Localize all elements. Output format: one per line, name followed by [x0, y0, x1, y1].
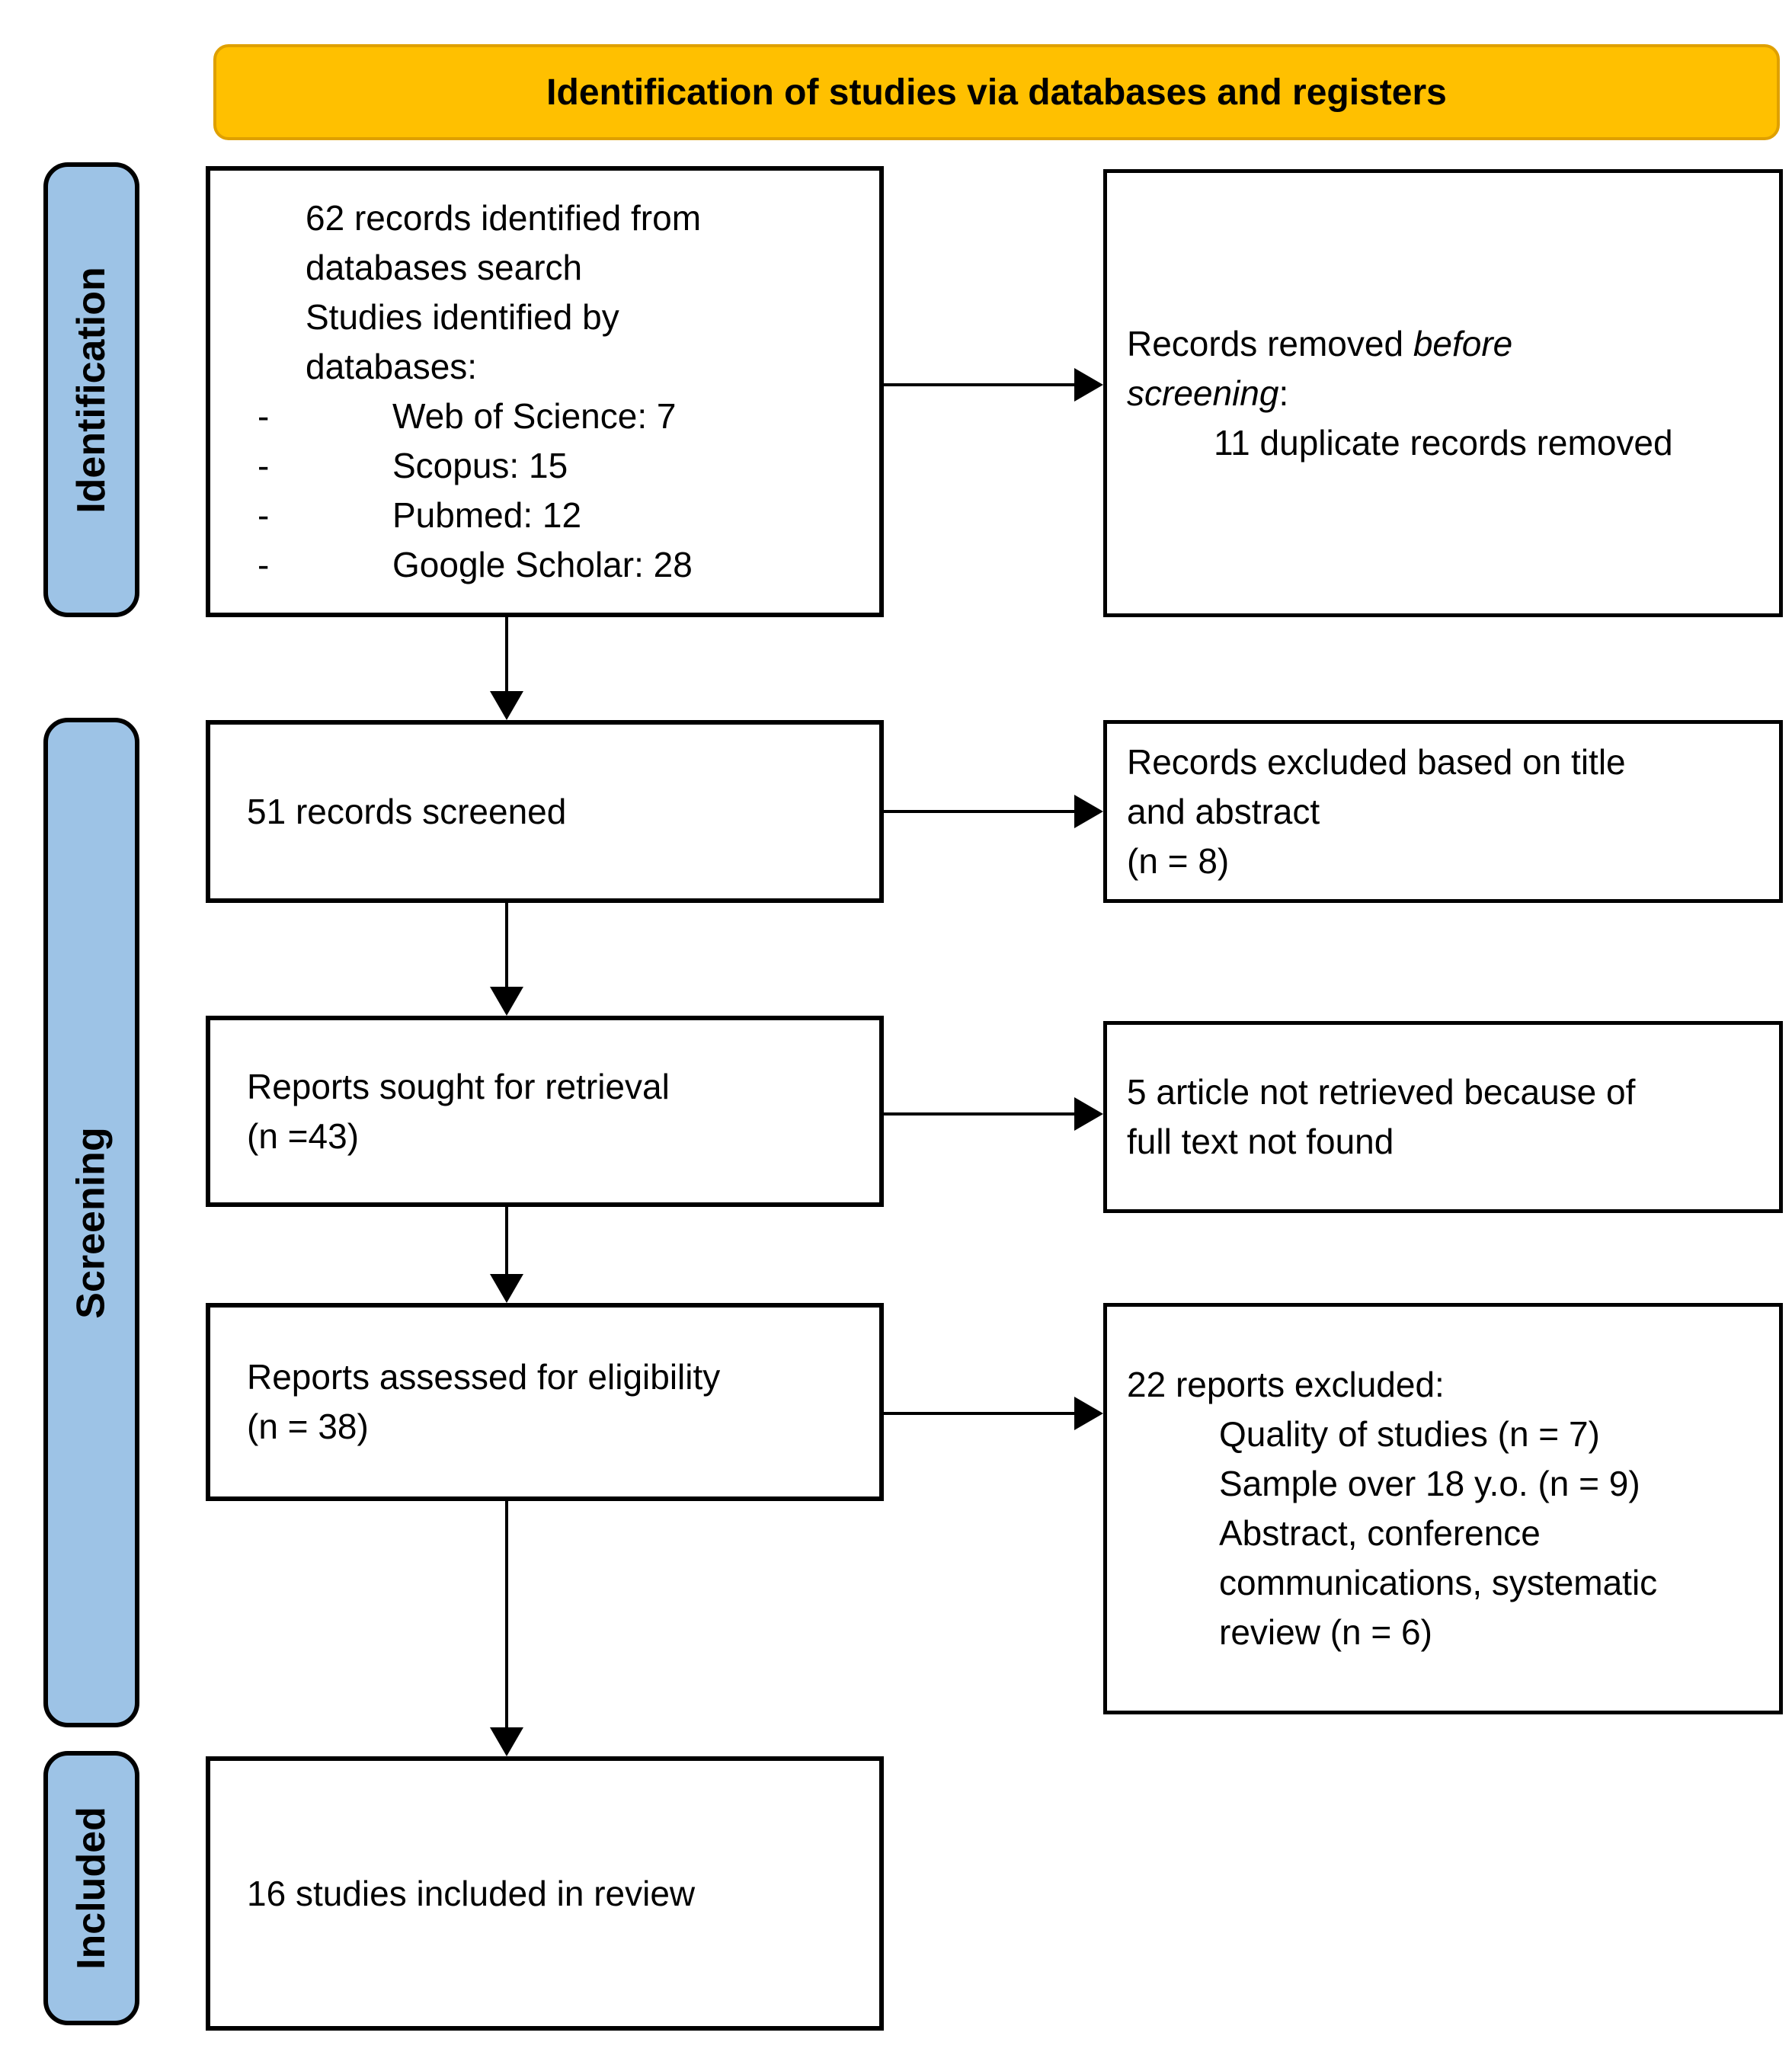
records-removed-colon: :: [1278, 373, 1289, 413]
arrow-line: [884, 1112, 1074, 1116]
box-reports-assessed-line: (n = 38): [247, 1407, 369, 1446]
records-removed-italic: before: [1413, 323, 1513, 363]
stage-label-included-text: Included: [69, 1807, 114, 1970]
box-records-excluded-line: Records excluded based on title: [1127, 741, 1626, 782]
arrow-head-icon: [490, 1727, 523, 1756]
arrow-head-icon: [1074, 1097, 1103, 1131]
box-reports-assessed: Reports assessed for eligibility (n = 38…: [206, 1303, 884, 1501]
box-reports-sought-line: Reports sought for retrieval: [247, 1066, 670, 1106]
box-records-excluded-line: and abstract: [1127, 791, 1320, 831]
box-records-removed: Records removed before screening: 11 dup…: [1103, 169, 1783, 617]
box-records-identified-line: databases search: [306, 248, 583, 287]
box-reports-excluded-item: communications, systematic: [1219, 1563, 1658, 1602]
title-banner: Identification of studies via databases …: [213, 44, 1780, 140]
box-reports-sought-line: (n =43): [247, 1116, 360, 1156]
box-reports-excluded-item: Sample over 18 y.o. (n = 9): [1219, 1464, 1640, 1503]
database-item-text: Google Scholar: 28: [392, 545, 693, 584]
arrow-line: [505, 1501, 508, 1727]
box-not-retrieved-line: full text not found: [1127, 1122, 1394, 1161]
arrow-line: [884, 810, 1074, 813]
stage-label-identification-text: Identification: [69, 266, 114, 514]
box-studies-included-text: 16 studies included in review: [247, 1873, 696, 1913]
box-records-removed-line: screening:: [1127, 369, 1764, 418]
arrow-line: [505, 617, 508, 691]
dash-bullet: -: [258, 545, 270, 584]
box-studies-included: 16 studies included in review: [206, 1756, 884, 2031]
box-records-identified: 62 records identified from databases sea…: [206, 166, 884, 617]
dash-bullet: -: [258, 446, 270, 485]
box-reports-excluded: 22 reports excluded: Quality of studies …: [1103, 1303, 1783, 1714]
stage-label-included: Included: [43, 1751, 139, 2025]
box-not-retrieved-line: 5 article not retrieved because of: [1127, 1072, 1636, 1112]
arrow-head-icon: [1074, 795, 1103, 828]
stage-label-identification: Identification: [43, 162, 139, 617]
arrow-line: [505, 903, 508, 987]
arrow-line: [884, 383, 1074, 386]
database-item: - Google Scholar: 28: [210, 540, 864, 590]
database-item-text: Scopus: 15: [392, 446, 568, 485]
box-reports-excluded-intro: 22 reports excluded:: [1127, 1365, 1445, 1404]
box-records-removed-line: Records removed before: [1127, 319, 1764, 369]
records-removed-italic: screening: [1127, 373, 1279, 413]
arrow-head-icon: [490, 1274, 523, 1303]
database-item-text: Web of Science: 7: [392, 396, 677, 436]
arrow-line: [884, 1412, 1074, 1415]
database-item: - Scopus: 15: [210, 441, 864, 491]
dash-bullet: -: [258, 396, 270, 436]
dash-bullet: -: [258, 495, 270, 535]
diagram-title: Identification of studies via databases …: [546, 72, 1447, 113]
arrow-line: [505, 1207, 508, 1274]
arrow-head-icon: [490, 987, 523, 1016]
box-records-identified-line: 62 records identified from: [306, 198, 702, 238]
box-reports-sought: Reports sought for retrieval (n =43): [206, 1016, 884, 1207]
box-records-excluded-line: (n = 8): [1127, 840, 1230, 881]
arrow-head-icon: [490, 691, 523, 720]
arrow-head-icon: [1074, 368, 1103, 402]
database-item: - Web of Science: 7: [210, 392, 864, 441]
box-reports-excluded-item: Quality of studies (n = 7): [1219, 1414, 1600, 1454]
stage-label-screening: Screening: [43, 718, 139, 1727]
box-reports-assessed-line: Reports assessed for eligibility: [247, 1357, 721, 1397]
records-removed-prefix: Records removed: [1127, 323, 1413, 363]
box-not-retrieved: 5 article not retrieved because of full …: [1103, 1021, 1783, 1213]
box-reports-excluded-item: review (n = 6): [1219, 1612, 1432, 1652]
stage-label-screening-text: Screening: [69, 1126, 114, 1319]
box-records-identified-line: databases:: [306, 347, 478, 386]
database-item: - Pubmed: 12: [210, 491, 864, 540]
records-removed-detail: 11 duplicate records removed: [1214, 422, 1673, 463]
box-records-excluded: Records excluded based on title and abst…: [1103, 720, 1783, 903]
database-item-text: Pubmed: 12: [392, 495, 582, 535]
box-records-screened-text: 51 records screened: [247, 791, 567, 831]
box-reports-excluded-item: Abstract, conference: [1219, 1513, 1541, 1553]
box-records-identified-line: Studies identified by: [306, 297, 619, 337]
box-records-screened: 51 records screened: [206, 720, 884, 903]
arrow-head-icon: [1074, 1397, 1103, 1430]
